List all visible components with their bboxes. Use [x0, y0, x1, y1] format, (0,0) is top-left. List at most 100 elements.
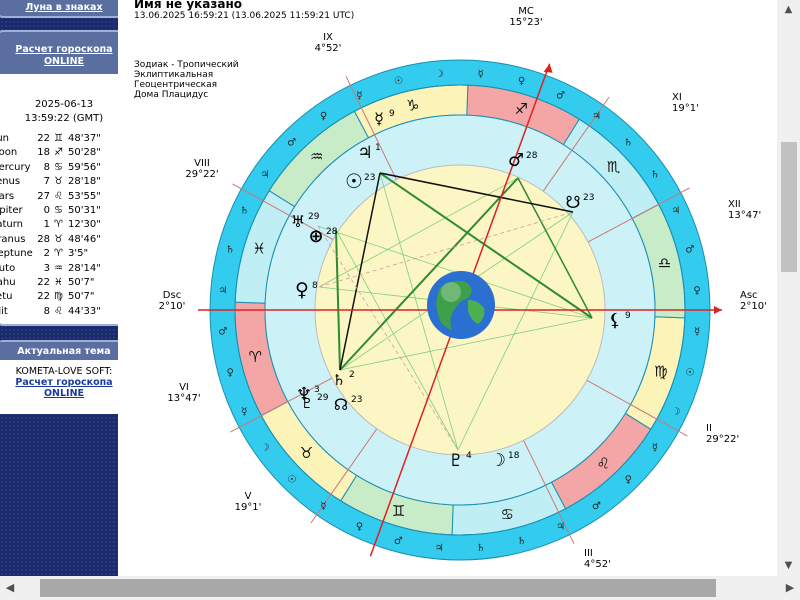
minor-aspect-line [318, 177, 519, 288]
house-value-xii: 13°47' [728, 210, 761, 221]
planet-sign-icon: ♍ [54, 291, 63, 303]
planet-minutes: 59'56" [68, 161, 101, 173]
house-value-ii: 29°22' [706, 434, 739, 445]
planet-row-lilit: Lilit8♌44'33" [0, 306, 118, 320]
part-of-fortune-icon: ⊕ [308, 226, 323, 247]
planet-row-mars: Mars27♌53'55" [0, 191, 118, 205]
planet-name: Pluto [0, 262, 16, 274]
sidebar: Луна в знаках Расчет гороскопа ONLINE 20… [0, 0, 118, 576]
planet-name: Mercury [0, 161, 31, 173]
house-cusp-line [230, 377, 333, 433]
moon-in-signs-tab[interactable]: Луна в знаках [0, 0, 118, 18]
decan-glyph-icon: ♄ [240, 205, 249, 216]
horizontal-scrollbar[interactable]: ◀ ▶ [0, 576, 800, 600]
decan-glyph-icon: ☽ [435, 69, 444, 80]
planet-minutes: 48'37" [68, 133, 101, 144]
asc-arrow-icon [714, 306, 722, 314]
jupiter-degree: 1 [375, 143, 381, 153]
decan-glyph-icon: ♃ [218, 285, 227, 296]
planet-sign-icon: ♓ [54, 276, 63, 288]
planet-sign-icon: ♈ [54, 219, 63, 231]
house-label-xii: XII [728, 199, 741, 210]
planet-name: Uranus [0, 233, 26, 245]
decan-glyph-icon: ☉ [394, 76, 403, 87]
moon-in-signs-link[interactable]: Луна в знаках [25, 2, 103, 13]
planet-name: Saturn [0, 219, 24, 231]
planet-degree: 3 [43, 262, 50, 274]
ketu-icon: ☋ [565, 193, 580, 213]
decan-glyph-icon: ☽ [261, 443, 270, 454]
scroll-right-arrow-icon[interactable]: ▶ [785, 581, 795, 594]
house-cusp-line [542, 96, 610, 192]
sign-glyph-icon: ♐ [515, 100, 528, 118]
decan-glyph-icon: ☉ [685, 368, 694, 379]
uranus-icon: ♅ [291, 212, 305, 231]
decan-glyph-icon: ♄ [476, 543, 485, 554]
planet-sign-icon: ♉ [54, 176, 63, 188]
planet-degree: 2 [43, 248, 50, 260]
scroll-up-arrow-icon[interactable]: ▲ [784, 4, 793, 15]
topical-theme-panel: Актуальная тема KOMETA-LOVE SOFT: Расчет… [0, 340, 118, 414]
house-label-iii: III [584, 548, 593, 559]
horizontal-scroll-thumb[interactable] [40, 579, 716, 597]
decan-glyph-icon: ♂ [218, 327, 227, 338]
planet-sign-icon: ♉ [54, 233, 63, 245]
dashed-aspect-line [317, 225, 459, 451]
sign-glyph-icon: ♏ [607, 158, 621, 176]
vertical-scrollbar[interactable]: ▲ ▼ [777, 0, 800, 576]
planet-row-ketu: Ketu22♍50'7" [0, 291, 118, 305]
planet-minutes: 50'31" [68, 204, 101, 216]
venus-icon: ♀ [295, 279, 309, 301]
house-value-v: 19°1' [235, 502, 262, 513]
sign-glyph-icon: ♎ [658, 254, 671, 272]
decan-glyph-icon: ♀ [320, 111, 327, 122]
chart-datetime: 13.06.2025 16:59:21 (13.06.2025 11:59:21… [134, 11, 354, 21]
decan-glyph-icon: ☽ [671, 407, 680, 418]
planet-glyphs: ☿9♃1☉23♂28☋23♅29⊕28♀8⚸9♆3♄2☊23♇29♇4☽18 [291, 109, 631, 471]
scroll-left-arrow-icon[interactable]: ◀ [5, 581, 15, 594]
planet-sign-icon: ♌ [54, 190, 63, 202]
decan-glyph-icon: ♀ [226, 368, 233, 379]
sign-glyph-icon: ♋ [501, 506, 514, 524]
saturn-icon: ♄ [332, 371, 345, 389]
scroll-down-arrow-icon[interactable]: ▼ [784, 560, 793, 571]
topical-theme-link[interactable]: Расчет гороскопа ONLINE [15, 377, 113, 399]
decan-glyph-icon: ♄ [517, 536, 526, 547]
house-cusp-line [587, 187, 690, 243]
vertical-scroll-thumb[interactable] [781, 142, 797, 272]
planet-row-saturn: Saturn1♈12'30" [0, 219, 118, 233]
planet-minutes: 12'30" [68, 219, 101, 231]
venus-degree: 8 [312, 281, 318, 291]
sun-degree: 23 [364, 173, 375, 183]
decan-glyph-icon: ♃ [556, 522, 565, 533]
planet-degree: 28 [37, 233, 50, 245]
minor-aspect-line [339, 317, 593, 371]
major-aspect-line [339, 177, 519, 371]
rahu-degree: 23 [351, 395, 362, 405]
planet-degree: 8 [43, 305, 50, 317]
decan-glyph-icon: ♃ [261, 169, 270, 180]
house-label-xi: XI [672, 92, 682, 103]
planet-minutes: 28'14" [68, 262, 101, 274]
planet-sign-icon: ♐ [54, 147, 63, 159]
mercury-icon: ☿ [374, 109, 384, 128]
part-of-fortune-degree: 28 [326, 227, 338, 237]
planet-name: Lilit [0, 305, 8, 317]
zodiac-glyphs: ♈♉♊♋♌♍♎♏♐♑♒♓ [249, 96, 672, 523]
decan-glyph-icon: ☿ [478, 69, 484, 80]
ketu-degree: 23 [583, 193, 594, 203]
house-cusp-line [232, 183, 334, 241]
calc-horoscope-link[interactable]: Расчет гороскопа ONLINE [15, 44, 113, 67]
planet-list: Sun22♊48'37"Moon18♐50'28"Mercury8♋59'56"… [0, 133, 118, 320]
dashed-aspect-line [318, 211, 574, 288]
sun-icon: ☉ [345, 169, 363, 193]
mc-arrow-icon [543, 63, 553, 73]
planet-minutes: 44'33" [68, 305, 101, 317]
house-label-mc: MC [518, 6, 534, 17]
major-aspect-line [335, 229, 341, 371]
decan-glyph-icon: ♀ [693, 285, 700, 296]
neptune-degree: 3 [314, 385, 320, 395]
chart-wheel [198, 59, 722, 561]
decan-glyph-icon: ☿ [652, 443, 658, 454]
house-label-dsc: Dsc [163, 290, 181, 301]
